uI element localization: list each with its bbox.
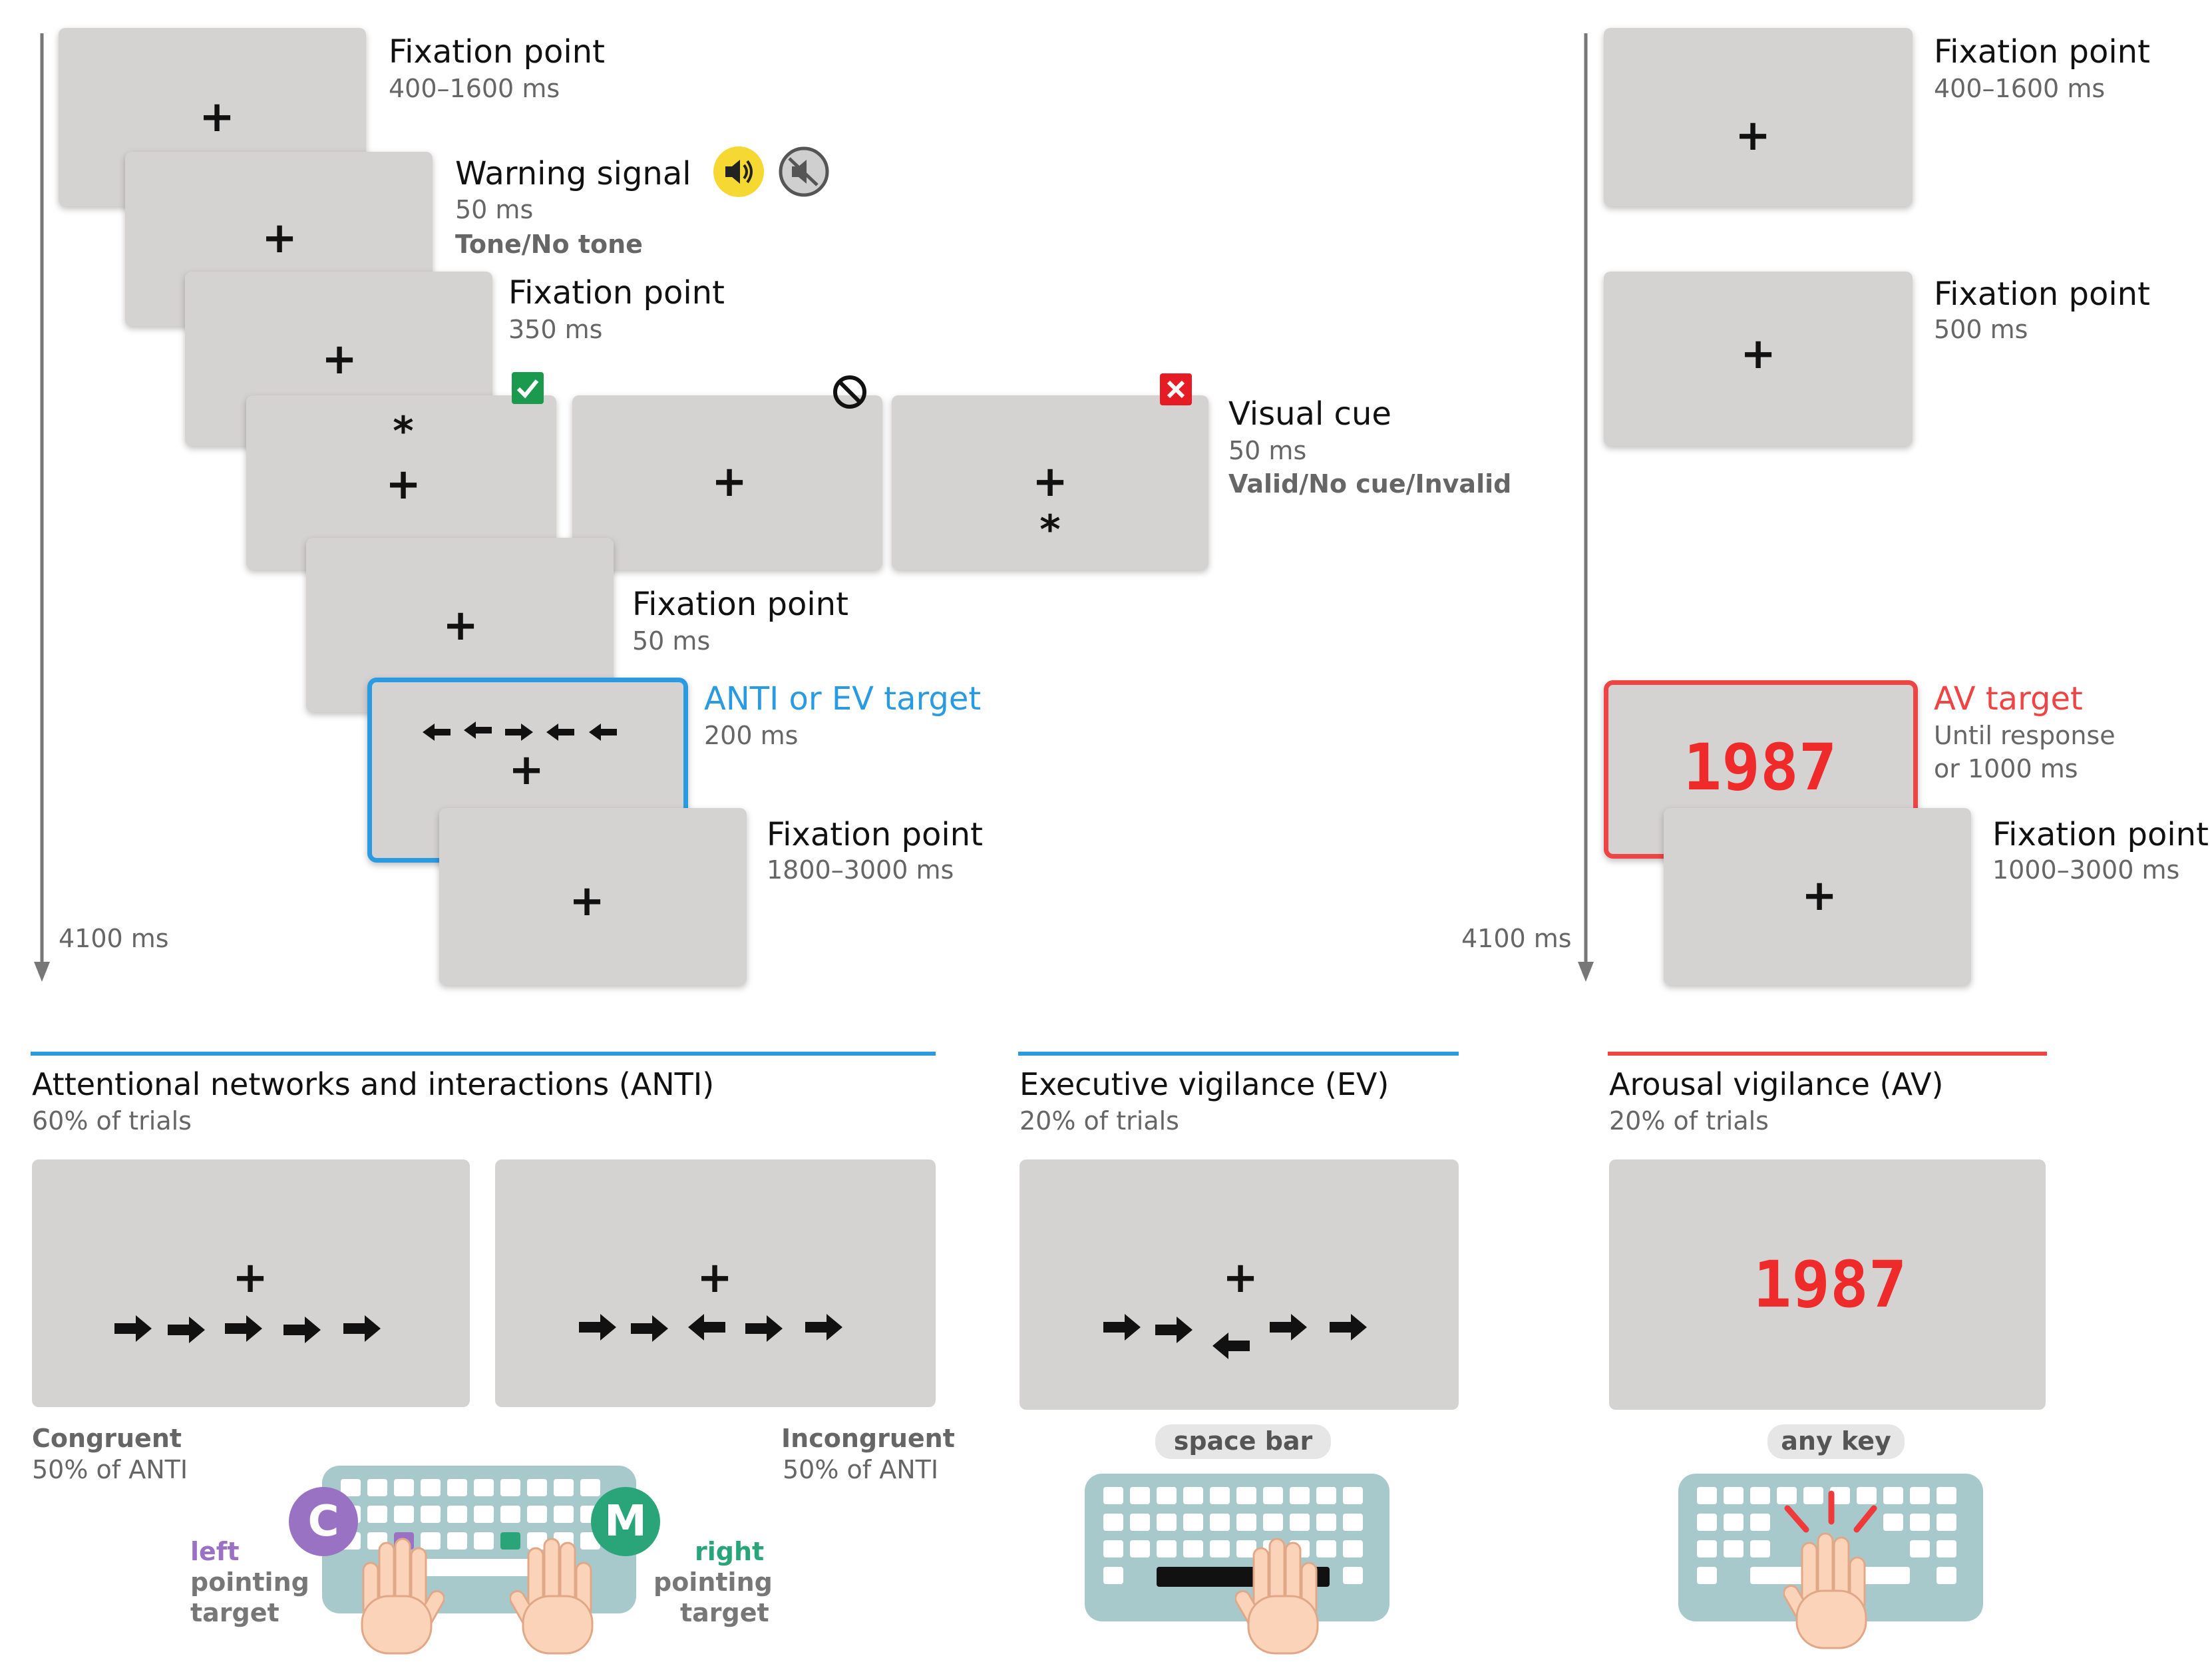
speaker-on-icon (713, 146, 764, 197)
left-label-3: target (190, 1598, 279, 1627)
av-step-2-title: Fixation point (1934, 276, 2150, 313)
congruent-screen: + (32, 1159, 470, 1407)
av-subtitle: 20% of trials (1609, 1106, 1769, 1136)
fixation-cross: + (1801, 871, 1837, 921)
step-7-duration: 1800–3000 ms (767, 855, 954, 885)
incongruent-screen: + (495, 1159, 936, 1407)
av-example-number: 1987 (1753, 1247, 1907, 1322)
fixation-cross: + (262, 214, 297, 263)
step-4-title: Visual cue (1228, 395, 1391, 433)
av-target-number: 1987 (1683, 730, 1837, 805)
fixation-cross: + (1735, 111, 1771, 160)
press-marks-icon (1784, 1490, 1877, 1533)
step-6-title: ANTI or EV target (704, 680, 982, 718)
step-7-title: Fixation point (767, 816, 983, 853)
hand-icon (1783, 1532, 1867, 1649)
step-1-duration: 400–1600 ms (389, 74, 560, 103)
left-hand-icon (361, 1538, 445, 1655)
fixation-cross: + (569, 877, 605, 926)
step-6-duration: 200 ms (704, 721, 799, 750)
av-step-2-duration: 500 ms (1934, 315, 2028, 344)
av-fixation-screen-1: + (1604, 28, 1913, 206)
congruent-label: Congruent (32, 1424, 182, 1453)
step-2-duration: 50 ms (455, 195, 534, 224)
av-title: Arousal vigilance (AV) (1609, 1066, 1944, 1102)
congruent-sub: 50% of ANTI (32, 1455, 188, 1484)
av-step-1-title: Fixation point (1934, 33, 2150, 71)
right-label-3: target (680, 1598, 769, 1627)
step-5-duration: 50 ms (632, 626, 711, 656)
right-key-badge: M (591, 1487, 660, 1556)
ev-title: Executive vigilance (EV) (1019, 1066, 1389, 1102)
step-1-title: Fixation point (389, 33, 605, 71)
step-3-title: Fixation point (508, 274, 725, 312)
cue-asterisk: * (1039, 507, 1061, 553)
check-icon (512, 372, 544, 404)
ev-subtitle: 20% of trials (1019, 1106, 1179, 1136)
step-4-detail: Valid/No cue/Invalid (1228, 469, 1512, 499)
congruent-arrows (114, 1315, 381, 1343)
fixation-cross: + (232, 1253, 268, 1303)
right-key-letter: M (604, 1497, 647, 1546)
left-key-letter: C (307, 1497, 339, 1546)
ev-arrows (1103, 1314, 1367, 1359)
ev-rule (1018, 1052, 1459, 1056)
total-duration-right: 4100 ms (1461, 924, 1572, 953)
left-key-badge: C (289, 1487, 358, 1556)
time-arrow-icon (1578, 33, 1594, 982)
step-4-duration: 50 ms (1228, 436, 1307, 465)
invalid-cue-screen: + * (892, 395, 1208, 570)
no-cue-screen: + (572, 395, 882, 570)
fixation-cross: + (199, 93, 235, 142)
av-fixation-screen-2: + (1604, 272, 1913, 446)
fixation-screen-4: + (439, 808, 747, 985)
invalid-x-icon (1160, 373, 1192, 405)
av-step-3-title: AV target (1934, 680, 2083, 718)
flanker-arrows (423, 722, 617, 741)
left-label-1: left (190, 1537, 240, 1566)
av-step-4-title: Fixation point (1992, 816, 2209, 853)
right-hand-icon (510, 1538, 594, 1655)
right-label-2: pointing (653, 1568, 773, 1597)
av-step-3-detail: or 1000 ms (1934, 754, 2078, 783)
cue-asterisk: * (393, 408, 414, 455)
any-key-pill: any key (1767, 1424, 1905, 1459)
fixation-cross: + (385, 460, 421, 509)
incongruent-label: Incongruent (781, 1424, 955, 1453)
fixation-cross: + (508, 745, 544, 795)
hand-icon (1235, 1538, 1319, 1655)
fixation-cross: + (1740, 329, 1776, 379)
anti-subtitle: 60% of trials (32, 1106, 192, 1136)
anti-title: Attentional networks and interactions (A… (32, 1066, 715, 1102)
step-3-duration: 350 ms (508, 315, 603, 344)
fixation-cross: + (321, 335, 357, 384)
av-step-3-duration: Until response (1934, 721, 2116, 750)
fixation-cross: + (711, 457, 747, 507)
space-bar-pill: space bar (1155, 1424, 1331, 1459)
fixation-cross: + (443, 601, 478, 650)
left-label-2: pointing (190, 1568, 309, 1597)
av-step-4-duration: 1000–3000 ms (1992, 855, 2180, 885)
fixation-cross: + (697, 1253, 733, 1303)
av-fixation-screen-3: + (1664, 808, 1971, 985)
incongruent-sub: 50% of ANTI (783, 1455, 939, 1484)
fixation-cross: + (1222, 1253, 1258, 1303)
time-arrow-icon (34, 33, 50, 982)
incongruent-arrows (579, 1314, 842, 1342)
step-2-detail: Tone/No tone (455, 230, 643, 259)
step-2-title: Warning signal (455, 155, 691, 192)
fixation-cross: + (1032, 457, 1068, 507)
step-5-title: Fixation point (632, 586, 848, 623)
av-rule (1608, 1052, 2047, 1056)
speaker-muted-icon (779, 146, 829, 197)
ev-screen: + (1019, 1159, 1459, 1410)
av-example-screen: 1987 (1609, 1159, 2046, 1410)
av-step-1-duration: 400–1600 ms (1934, 74, 2106, 103)
total-duration-left: 4100 ms (59, 924, 169, 953)
right-label-1: right (695, 1537, 765, 1566)
anti-rule (31, 1052, 936, 1056)
no-cue-icon (833, 375, 866, 409)
